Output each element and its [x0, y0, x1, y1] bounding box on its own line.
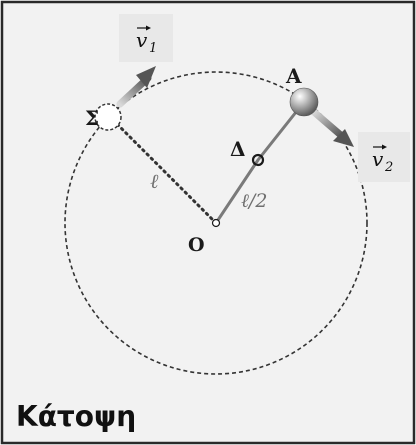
- delta-ring-icon: [251, 153, 265, 167]
- point-delta-label: Δ: [230, 137, 246, 161]
- v2-label-box: [358, 132, 410, 182]
- gray-sphere-icon: [289, 87, 319, 117]
- v1-label: v 1: [136, 25, 157, 56]
- v1-label-box: [119, 14, 173, 62]
- length-half-label: ℓ/2: [241, 190, 267, 212]
- point-a-label: A: [285, 64, 302, 88]
- velocity-arrow-v1: [116, 66, 156, 108]
- v2-base: v: [372, 147, 384, 171]
- v1-sub: 1: [149, 41, 157, 56]
- velocity-arrow-v2: [310, 108, 354, 147]
- pivot-dot-icon: [211, 218, 221, 228]
- sigma-label: Σ: [85, 106, 99, 130]
- length-full-label: ℓ: [150, 169, 159, 193]
- center-o-label: O: [188, 234, 205, 256]
- caption-title: Κάτοψη: [16, 400, 136, 433]
- v2-label: v 2: [372, 144, 393, 175]
- circular-path: [64, 71, 368, 375]
- radius-dotted-line: [108, 115, 218, 225]
- white-circle-icon: [94, 103, 122, 131]
- v1-base: v: [136, 28, 148, 52]
- v2-sub: 2: [384, 160, 393, 175]
- rod: [214, 101, 306, 224]
